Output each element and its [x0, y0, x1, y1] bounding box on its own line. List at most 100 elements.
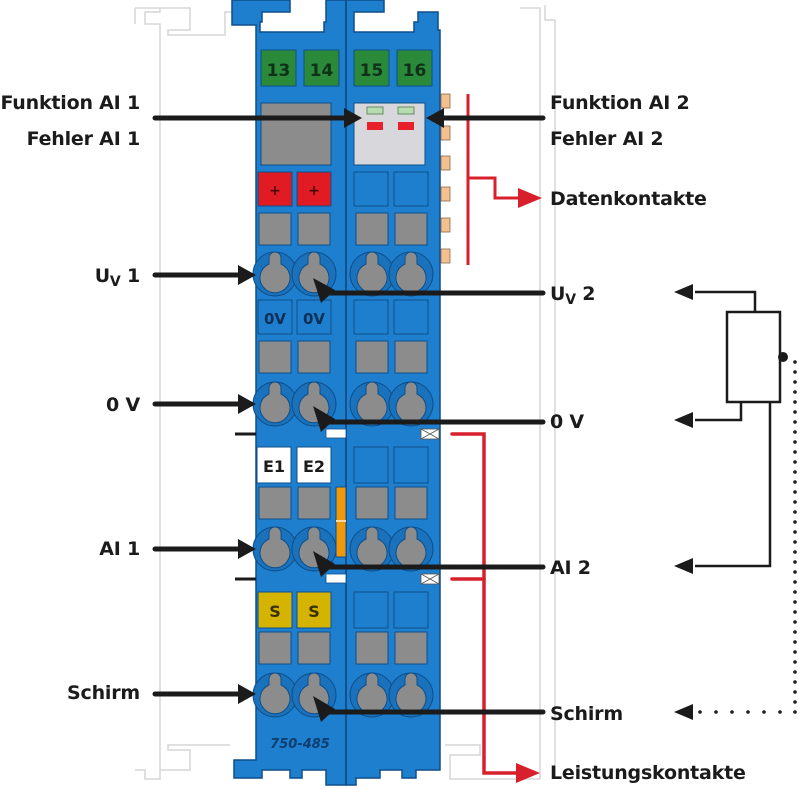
dot	[746, 710, 750, 714]
dot	[793, 420, 797, 424]
data-contacts-bracket	[466, 94, 522, 265]
dot	[793, 650, 797, 654]
dot	[793, 560, 797, 564]
dot	[714, 710, 718, 714]
dot	[793, 550, 797, 554]
zero-v-marker-2: 0V	[303, 310, 325, 328]
led-function-ai1	[366, 106, 384, 115]
clamp-opening	[259, 251, 291, 294]
uv1-sub: V	[109, 274, 121, 290]
clamp-opening	[395, 672, 427, 715]
plus-marker-2: +	[308, 183, 320, 199]
terminal-number-13: 13	[267, 61, 291, 81]
release-button	[258, 631, 292, 665]
dot	[793, 450, 797, 454]
power-contacts-arrowhead	[516, 763, 540, 783]
uv1-main: U	[94, 265, 110, 287]
data-contacts-arrowhead	[518, 188, 542, 208]
release-button	[394, 212, 428, 246]
arrow-head	[238, 684, 256, 704]
zero-v-marker-1: 0V	[264, 310, 286, 328]
clamp-opening	[395, 381, 427, 424]
label-fehler-ai1: Fehler AI 1	[26, 128, 141, 150]
clamp-opening	[356, 672, 388, 715]
label-leistungskontakte: Leistungskontakte	[550, 762, 746, 784]
uv2-suffix: 2	[575, 283, 596, 305]
release-button	[355, 340, 389, 374]
dot	[793, 410, 797, 414]
dot	[793, 690, 797, 694]
clamp-terminals	[252, 212, 434, 718]
label-schirm-left: Schirm	[67, 682, 140, 704]
power-contacts-bracket	[450, 432, 522, 775]
dot	[698, 710, 702, 714]
led-error-ai1	[367, 122, 383, 130]
arrow-head	[313, 551, 335, 577]
dot	[793, 460, 797, 464]
dot	[793, 480, 797, 484]
terminal-number-14: 14	[310, 61, 334, 81]
uv2-main: U	[550, 283, 566, 305]
dot	[793, 680, 797, 684]
arrow-head	[313, 696, 335, 722]
potentiometer-symbol	[725, 310, 782, 404]
release-button	[258, 340, 292, 374]
dot	[793, 430, 797, 434]
label-ai1: AI 1	[99, 538, 140, 560]
part-number: 750-485	[270, 737, 330, 752]
dot	[793, 470, 797, 474]
release-button	[258, 212, 292, 246]
shield-marker-1: S	[269, 602, 281, 621]
dot	[793, 670, 797, 674]
sensor-arrowheads	[674, 284, 693, 720]
input-marker-e1: E1	[263, 457, 285, 476]
uv2-sub: V	[565, 292, 576, 308]
marking-window	[260, 102, 332, 166]
label-datenkontakte: Datenkontakte	[550, 188, 707, 210]
power-contact-slots	[235, 428, 440, 585]
dot	[793, 640, 797, 644]
data-contacts	[440, 93, 451, 264]
pointer-arrows	[152, 108, 546, 722]
terminal-number-16: 16	[403, 61, 427, 81]
release-button	[394, 340, 428, 374]
clamp-opening	[395, 251, 427, 294]
dot	[793, 520, 797, 524]
plus-marker-1: +	[269, 183, 281, 199]
release-button	[355, 212, 389, 246]
release-button	[394, 486, 428, 520]
clamp-opening	[259, 672, 291, 715]
dot	[793, 380, 797, 384]
dot	[793, 580, 797, 584]
uv1-suffix: 1	[120, 265, 140, 287]
dot	[793, 490, 797, 494]
dot	[793, 610, 797, 614]
clamp-opening	[259, 381, 291, 424]
dot	[730, 710, 734, 714]
release-button	[297, 631, 331, 665]
dot	[762, 710, 766, 714]
sensor-circuit	[695, 290, 782, 568]
dot	[793, 370, 797, 374]
clamp-opening	[395, 526, 427, 569]
release-button	[258, 486, 292, 520]
terminal-number-blocks: 13 14 15 16	[260, 49, 433, 87]
shield-markers: S S	[257, 591, 429, 629]
clamp-opening	[298, 251, 330, 294]
release-button	[297, 212, 331, 246]
arrow-head	[313, 278, 335, 303]
label-fehler-ai2: Fehler AI 2	[550, 128, 664, 150]
input-marker-e2: E2	[303, 457, 325, 476]
release-button	[394, 631, 428, 665]
dot	[793, 530, 797, 534]
dot	[793, 590, 797, 594]
led-panel	[353, 102, 426, 166]
label-uv2: UV 2	[550, 283, 596, 311]
dot	[793, 570, 797, 574]
release-button	[355, 486, 389, 520]
arrow-head	[238, 539, 256, 559]
wiper-dot	[778, 352, 788, 362]
plus-markers: + +	[257, 171, 429, 207]
led-function-ai2	[397, 106, 415, 115]
